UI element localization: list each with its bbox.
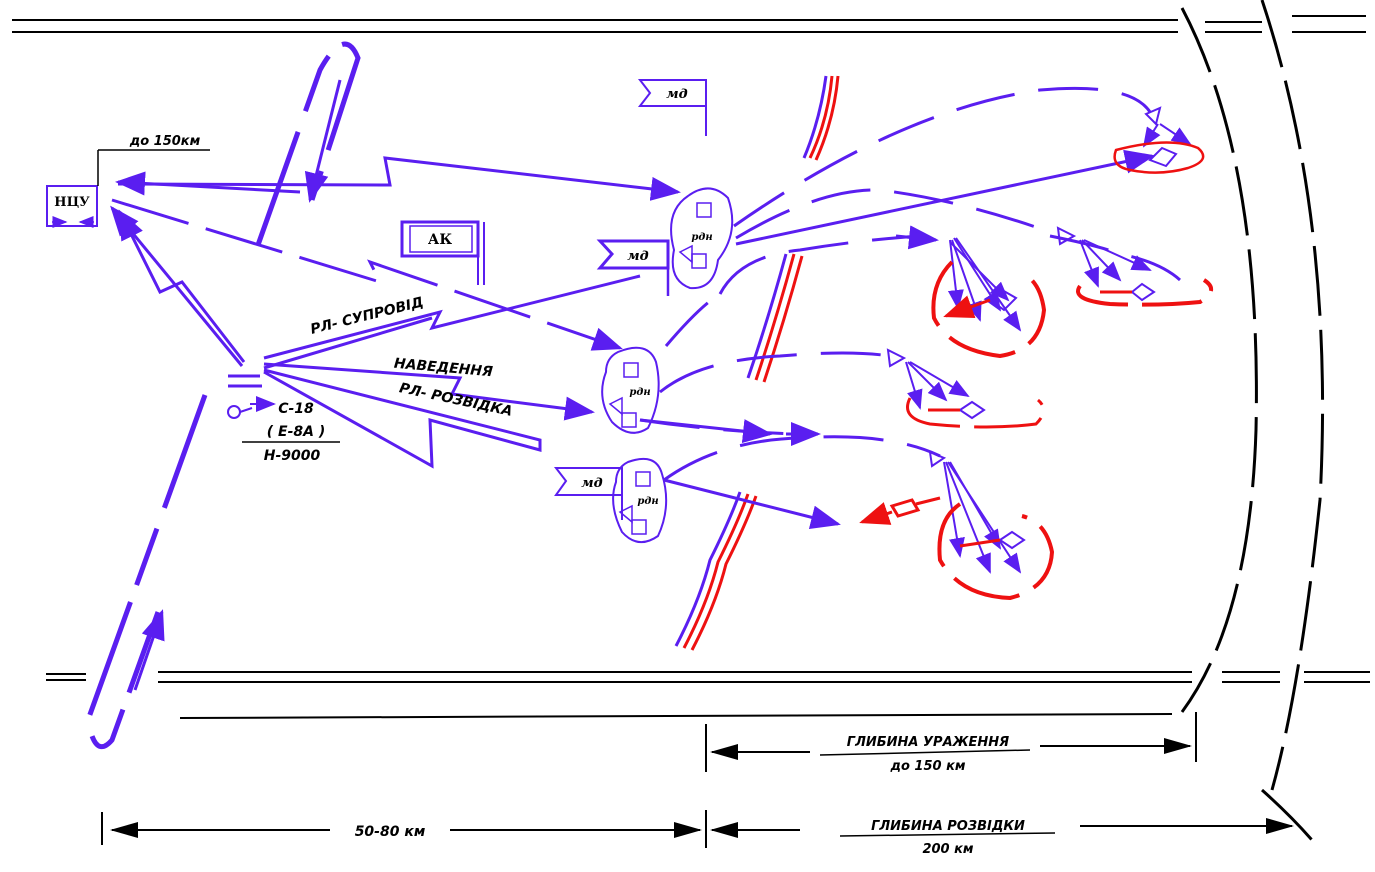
ncu-label: НЦУ	[54, 195, 90, 210]
md-top-label: мд	[666, 87, 687, 102]
dimension-recon-depth: ГЛИБИНА РОЗВІДКИ 200 км	[710, 818, 1294, 857]
aircraft-icon	[227, 374, 276, 419]
md-flag-mid: мд	[596, 239, 670, 296]
orbit-arrow-lower	[133, 609, 165, 691]
recon-depth-title: ГЛИБИНА РОЗВІДКИ	[871, 819, 1025, 834]
ak-label: АК	[428, 232, 452, 248]
distance-left-label: 50-80 км	[355, 824, 426, 840]
rdn-group-3: рдн	[612, 458, 668, 543]
enemy-missile-icon	[859, 496, 941, 525]
md-bottom-label: мд	[581, 476, 602, 491]
target-area-4	[906, 397, 1045, 429]
contact-line-3	[674, 491, 758, 651]
dimension-50-80: 50-80 км	[101, 810, 707, 848]
rdn-group-1: рдн	[670, 187, 734, 290]
submunition-rays	[905, 123, 1192, 574]
strike-depth-title: ГЛИБИНА УРАЖЕННЯ	[847, 735, 1009, 750]
md-flag-bottom: мд	[553, 467, 623, 520]
rdn-3-label: рдн	[637, 496, 658, 507]
contact-line-2	[746, 253, 804, 383]
datalink-lines	[110, 156, 681, 469]
aircraft-variant-label: ( Е-8А )	[267, 424, 326, 440]
aircraft-labels: С-18 ( Е-8А ) Н-9000	[242, 401, 340, 464]
target-area-2	[931, 260, 1047, 359]
aircraft-orbit	[85, 41, 361, 750]
md-mid-label: мд	[627, 249, 648, 264]
orbit-arrow-upper	[304, 79, 342, 203]
recon-depth-value: 200 км	[922, 842, 973, 857]
aircraft-type-label: С-18	[278, 401, 314, 417]
ak-command-post: АК	[400, 220, 485, 285]
target-area-3	[1076, 278, 1213, 307]
md-flag-top: мд	[637, 79, 707, 136]
missile-trajectories	[639, 86, 1182, 482]
front-line-bottom	[46, 671, 1370, 719]
front-line-top	[12, 15, 1366, 33]
missile-arrows	[639, 149, 1155, 530]
target-area-5	[937, 502, 1055, 601]
target-area-1	[1113, 141, 1205, 174]
altitude-label: Н-9000	[264, 448, 321, 464]
range-to-ncu: до 150км	[97, 134, 210, 186]
rdn-2-label: рдн	[629, 387, 650, 398]
strike-depth-value: до 150 км	[889, 759, 965, 774]
depth-boundary-curves	[1180, 0, 1325, 841]
dimension-strike-depth: ГЛИБИНА УРАЖЕННЯ до 150 км	[705, 712, 1197, 774]
rdn-1-label: рдн	[691, 232, 712, 243]
contact-line-1	[802, 75, 840, 161]
ncu-box: НЦУ	[46, 185, 98, 228]
rdn-group-2: рдн	[601, 346, 660, 434]
munition-markers	[886, 106, 1162, 468]
range-to-ncu-label: до 150км	[129, 134, 201, 149]
